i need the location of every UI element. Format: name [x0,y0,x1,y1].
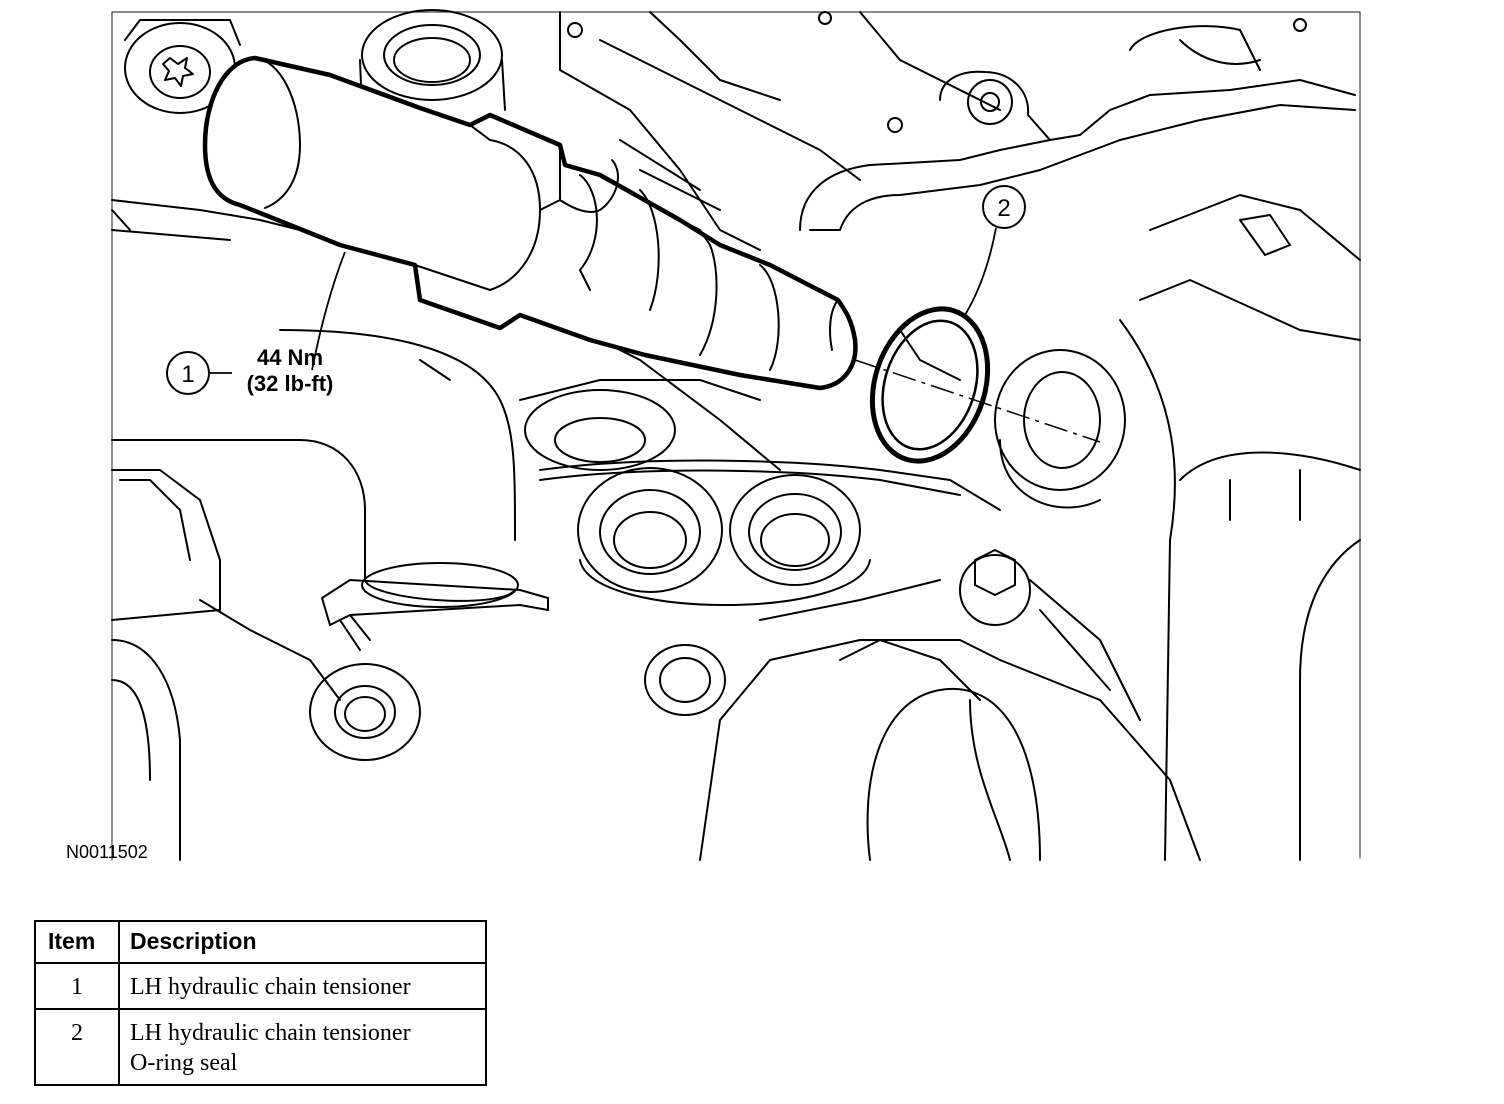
o-ring-seal [869,306,991,464]
callout-1: 1 [166,351,210,395]
center-lower-boss [644,644,726,716]
item-description-text: LH hydraulic chain tensioner [130,974,411,1000]
bottom-right-cover [699,549,1201,861]
right-hose [1119,194,1361,861]
table-row: 1 LH hydraulic chain tensioner [34,962,487,1010]
callout-1-number: 1 [181,361,194,388]
engine-illustration: 1 44 Nm (32 lb-ft) 2 [111,9,1361,861]
figure-id: N0011502 [66,842,148,862]
item-description-text-line2: O-ring seal [130,1050,238,1076]
left-bracket [111,199,301,241]
callout-2: 2 [982,185,1026,229]
item-number: 1 [34,962,120,1010]
lower-left-boss [309,663,421,761]
left-lower-parts [111,469,341,861]
leader-line-1 [210,251,346,374]
leader-line-2 [964,227,997,316]
legend-table: Item Description 1 LH hydraulic chain te… [34,920,487,1086]
description-column-header: Description [118,920,487,964]
table-row: 2 LH hydraulic chain tensioner O-ring se… [34,1008,487,1086]
background-outline [111,11,1361,861]
right-port [994,349,1126,509]
callout-2-number: 2 [997,195,1010,222]
hydraulic-chain-tensioner [202,55,858,391]
centerline [854,359,1101,443]
item-column-header: Item [34,920,120,964]
bracket-top-right [799,25,1356,231]
item-description: LH hydraulic chain tensioner [118,962,487,1010]
coolant-hose [111,329,549,651]
item-description-text: LH hydraulic chain tensioner [130,1020,411,1046]
legend-header-row: Item Description [34,920,487,964]
item-description: LH hydraulic chain tensioner O-ring seal [118,1008,487,1086]
wire [539,459,1001,511]
torque-lbft-label: (32 lb-ft) [247,371,334,396]
torque-nm-label: 44 Nm [257,345,323,370]
item-number: 2 [34,1008,120,1086]
double-ports [524,389,871,606]
